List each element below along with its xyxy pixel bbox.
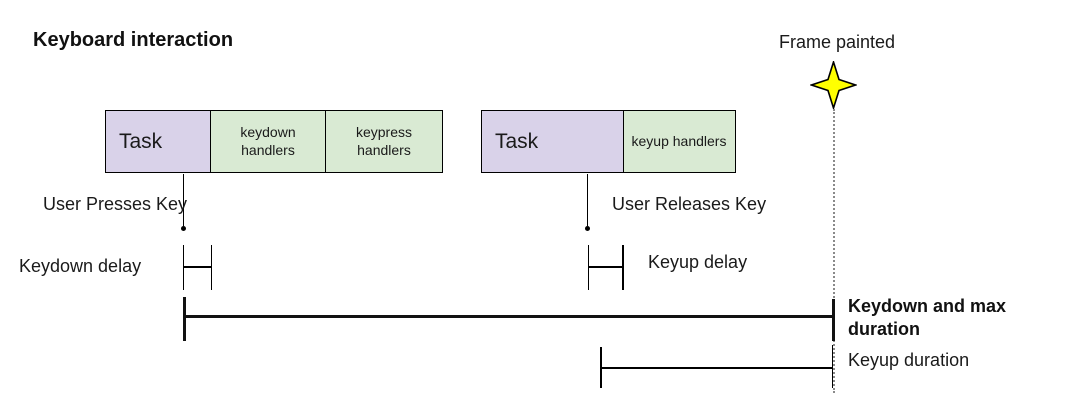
keydown-delay-label: Keydown delay [19, 256, 142, 276]
user-presses-key-arrow-line [182, 174, 184, 226]
keydown-handlers-label: keydown handlers [240, 124, 296, 158]
task-block: Task [105, 110, 211, 173]
keyup-delay-marker-left-tick [587, 245, 589, 290]
keydown-max-duration-right-cap [832, 299, 835, 341]
keyup-handlers-block: keyup handlers [622, 110, 736, 173]
keypress-handlers-label: keypress handlers [355, 124, 413, 158]
keyup-delay-marker-connector [587, 266, 624, 268]
user-releases-key-arrow-line [586, 174, 588, 226]
keyup-duration-right-cap [831, 345, 833, 388]
keyup-handlers-label: keyup handlers [631, 132, 727, 149]
task-bar-keydown: Task keydown handlers keypress handlers [105, 110, 443, 173]
keydown-delay-marker-connector [182, 266, 212, 268]
user-releases-key-label: User Releases Key [612, 194, 767, 214]
keyup-duration-label: Keyup duration [848, 350, 970, 370]
keydown-delay-marker-left-tick [182, 245, 184, 290]
task-label: Task [119, 129, 163, 153]
frame-painted-timeline-dotted-line [833, 109, 835, 393]
frame-painted-label: Frame painted [779, 32, 896, 52]
task-block: Task [481, 110, 624, 173]
frame-painted-star-icon [810, 61, 857, 109]
keydown-handlers-block: keydown handlers [209, 110, 327, 173]
task-bar-keyup: Task keyup handlers [481, 110, 736, 173]
user-releases-key-arrowhead [584, 226, 590, 231]
keyup-duration-line [601, 367, 832, 369]
keydown-max-duration-label: Keydown and max duration [848, 296, 1007, 340]
keyup-delay-label: Keyup delay [648, 252, 748, 272]
user-presses-key-label: User Presses Key [43, 194, 188, 214]
diagram-title: Keyboard interaction [33, 29, 234, 51]
keydown-max-duration-left-cap [183, 297, 186, 341]
keyup-delay-marker-right-tick [622, 245, 624, 290]
keyup-duration-left-cap [600, 347, 602, 388]
keydown-max-duration-line [184, 315, 834, 318]
task-label: Task [495, 129, 539, 153]
keydown-delay-marker-right-tick [210, 245, 212, 290]
user-presses-key-arrowhead [180, 226, 186, 231]
keypress-handlers-block: keypress handlers [325, 110, 443, 173]
